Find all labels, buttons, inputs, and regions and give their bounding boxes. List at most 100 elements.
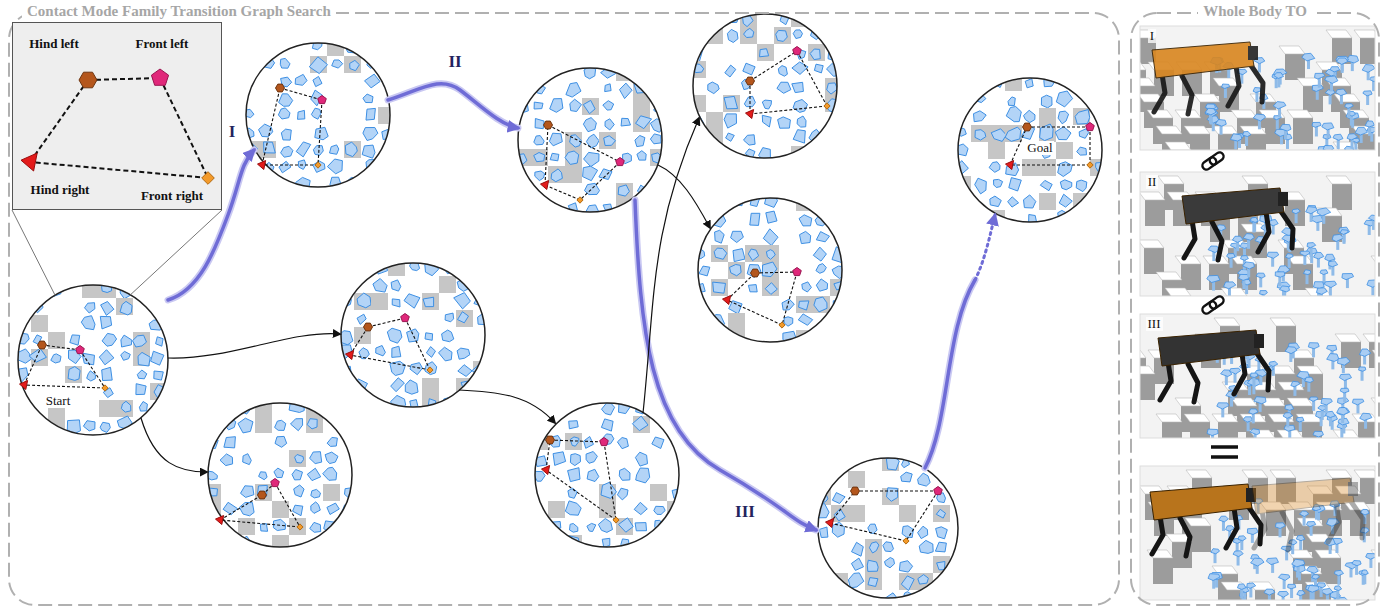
stepping-stone xyxy=(275,420,286,430)
stepping-stone xyxy=(636,468,650,483)
stepping-stone xyxy=(744,135,756,145)
hind-right-foot xyxy=(1006,161,1014,170)
blocked-cell xyxy=(354,293,371,310)
stepping-stone xyxy=(1273,102,1286,109)
stepping-stone xyxy=(1075,110,1090,125)
stepping-stone xyxy=(1322,588,1333,595)
stepping-stone xyxy=(100,316,111,329)
stepping-stone xyxy=(834,214,844,223)
stepping-stone xyxy=(1296,535,1304,540)
stepping-stone xyxy=(1077,147,1087,155)
terrain-block-top xyxy=(1156,414,1182,422)
stepping-stone xyxy=(1340,388,1349,393)
stepping-stone xyxy=(1336,89,1347,96)
stepping-stone xyxy=(819,527,828,538)
blocked-cell xyxy=(337,276,354,293)
stepping-stone xyxy=(586,205,599,217)
terrain-block-top xyxy=(1184,414,1210,422)
stepping-stone xyxy=(223,502,237,514)
terrain-view xyxy=(954,74,1107,227)
stepping-stone xyxy=(1025,79,1033,88)
terrain xyxy=(204,399,357,552)
view-ground xyxy=(698,198,842,342)
stepping-stone xyxy=(566,83,581,98)
stepping-stone xyxy=(68,437,83,449)
terrain-block-top xyxy=(1354,470,1375,478)
stepping-stone xyxy=(514,182,529,197)
stepping-stone xyxy=(281,146,293,157)
stepping-stone xyxy=(1041,95,1052,108)
stepping-stone xyxy=(816,195,826,206)
stepping-stone xyxy=(1205,108,1216,115)
blocked-cell xyxy=(255,416,272,433)
stepping-stone xyxy=(153,417,167,432)
stepping-stone xyxy=(599,169,612,180)
stepping-stone xyxy=(1275,523,1285,529)
stepping-stone xyxy=(796,150,806,161)
stepping-stone xyxy=(99,350,114,365)
blocked-cell xyxy=(865,573,882,590)
foot-name: Hind right xyxy=(31,183,90,198)
blocked-cell xyxy=(344,56,361,73)
foot-name: Front left xyxy=(136,37,189,52)
blocked-cell xyxy=(531,433,548,450)
stepping-stone xyxy=(1325,254,1335,261)
support-polygon-edge xyxy=(1010,164,1090,165)
stepping-stone xyxy=(1337,58,1348,64)
stepping-stone xyxy=(778,117,791,128)
stepping-stone xyxy=(1368,215,1375,221)
blocked-cell xyxy=(706,112,723,129)
support-polygon-edge xyxy=(88,78,160,80)
stepping-stone xyxy=(1040,124,1054,141)
robot-leg xyxy=(1188,364,1198,402)
stepping-stone xyxy=(1256,273,1265,278)
hind-right-foot xyxy=(20,381,28,390)
stepping-stone xyxy=(869,542,879,553)
blocked-cell xyxy=(740,27,757,44)
blocked-cell xyxy=(116,434,133,451)
stepping-stone xyxy=(604,136,616,146)
stepping-stone xyxy=(601,419,613,431)
stepping-stone xyxy=(171,303,181,313)
stepping-stone xyxy=(799,301,809,310)
blocked-cell xyxy=(242,39,259,56)
selected-path-glow xyxy=(635,200,816,530)
stepping-stone xyxy=(1285,347,1297,354)
terrain-block-top xyxy=(1363,334,1375,342)
blocked-cell xyxy=(456,378,473,395)
stepping-stone xyxy=(766,250,775,260)
snapshot-ground xyxy=(1140,172,1375,296)
stepping-stone xyxy=(619,468,630,480)
terrain-block-top xyxy=(1279,46,1305,54)
blocked-cell xyxy=(882,454,899,471)
robot-leg xyxy=(1228,66,1239,106)
state-label: Goal xyxy=(1026,141,1053,156)
stepping-stone xyxy=(1243,417,1252,422)
terrain-block-top xyxy=(1214,318,1240,326)
terrain-block-side xyxy=(1144,248,1164,274)
stepping-stone xyxy=(263,178,275,191)
blocked-cell xyxy=(456,310,473,327)
stepping-stone xyxy=(636,116,652,129)
support-polygon-edge xyxy=(405,318,430,370)
stepping-stone xyxy=(279,161,291,173)
stepping-stone xyxy=(989,162,1000,173)
stepping-stone xyxy=(816,232,829,242)
terrain-block-side xyxy=(1190,134,1210,150)
stepping-stone xyxy=(1251,558,1264,566)
robot-body xyxy=(1150,484,1252,520)
stepping-stone xyxy=(392,346,401,357)
stepping-stone xyxy=(121,401,131,412)
stepping-stone xyxy=(311,489,321,498)
support-polygon-edge xyxy=(1010,127,1027,165)
stepping-stone xyxy=(1243,234,1254,241)
stepping-stone xyxy=(208,471,218,480)
stepping-stone xyxy=(223,401,238,413)
stepping-stone xyxy=(1274,73,1284,79)
robot-leg xyxy=(1182,76,1192,114)
stepping-stone xyxy=(1307,566,1319,573)
robot-leg xyxy=(1328,502,1339,542)
stepping-stone xyxy=(311,108,321,119)
stepping-stone xyxy=(1338,408,1350,416)
stepping-stone xyxy=(1347,134,1358,140)
